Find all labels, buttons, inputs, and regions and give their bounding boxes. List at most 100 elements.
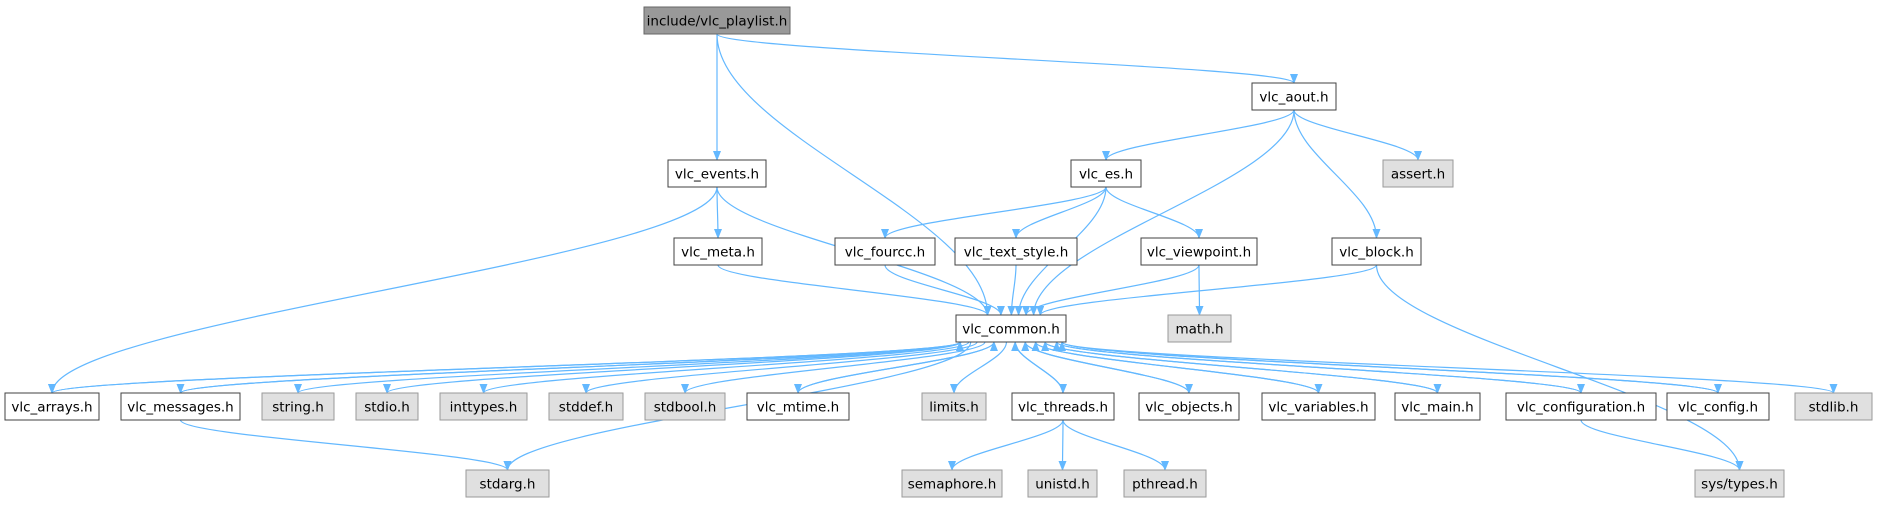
edge-vlc_configuration-to-vlc_common <box>1052 341 1582 394</box>
edge-vlc_aout-to-vlc_block <box>1293 109 1381 239</box>
node-stdarg: stdarg.h <box>465 469 550 498</box>
edge-vlc_threads-to-semaphore <box>948 419 1064 471</box>
node-vlc-es[interactable]: vlc_es.h <box>1070 159 1142 188</box>
edge-vlc_block-to-sys_types <box>1375 264 1744 471</box>
edge-vlc_common-to-limits <box>950 341 1008 394</box>
node-box <box>746 392 850 421</box>
node-label: include/vlc_playlist.h <box>647 14 788 30</box>
node-stdlib: stdlib.h <box>1794 392 1873 421</box>
edge-vlc_viewpoint-to-math <box>1195 264 1204 316</box>
node-vlc-events[interactable]: vlc_events.h <box>667 159 767 188</box>
node-box <box>1666 392 1770 421</box>
node-vlc-text-style[interactable]: vlc_text_style.h <box>954 237 1078 266</box>
node-stdbool: stdbool.h <box>644 392 726 421</box>
node-vlc-arrays[interactable]: vlc_arrays.h <box>4 392 100 421</box>
edge-vlc_threads-to-vlc_common <box>1011 341 1064 394</box>
node-stdio: stdio.h <box>355 392 419 421</box>
node-box <box>1167 314 1232 343</box>
node-box <box>1251 82 1337 111</box>
node-label: string.h <box>272 400 324 416</box>
node-box <box>1138 392 1240 421</box>
node-vlc-fourcc[interactable]: vlc_fourcc.h <box>834 237 936 266</box>
node-box <box>1794 392 1873 421</box>
node-label: vlc_text_style.h <box>964 245 1069 261</box>
node-assert: assert.h <box>1382 159 1454 188</box>
node-box <box>955 314 1067 343</box>
node-box <box>120 392 241 421</box>
node-label: assert.h <box>1391 167 1445 183</box>
node-label: vlc_arrays.h <box>11 400 92 416</box>
node-box <box>1123 469 1207 498</box>
node-sys-types: sys/types.h <box>1694 469 1785 498</box>
node-vlc-meta[interactable]: vlc_meta.h <box>673 237 763 266</box>
edge-vlc_aout-to-assert <box>1293 109 1422 161</box>
edge-vlc_aout-to-vlc_common <box>1029 109 1295 316</box>
node-vlc-common[interactable]: vlc_common.h <box>955 314 1067 343</box>
node-box <box>1331 237 1422 266</box>
node-vlc-main[interactable]: vlc_main.h <box>1394 392 1481 421</box>
node-box <box>465 469 550 498</box>
node-label: semaphore.h <box>908 477 997 493</box>
node-box <box>673 237 763 266</box>
edge-vlc_events-to-vlc_meta <box>713 186 722 239</box>
node-vlc-objects[interactable]: vlc_objects.h <box>1138 392 1240 421</box>
edge-vlc_block-to-vlc_common <box>1036 264 1378 316</box>
edge-vlc_messages-to-stdarg <box>179 419 512 471</box>
node-label: vlc_threads.h <box>1018 400 1108 416</box>
node-label: vlc_common.h <box>962 322 1060 338</box>
edge-vlc_es-to-vlc_fourcc <box>881 186 1107 239</box>
node-box <box>643 6 791 35</box>
edge-vlc_events-to-vlc_arrays <box>48 186 718 394</box>
node-vlc-configuration[interactable]: vlc_configuration.h <box>1505 392 1657 421</box>
node-box <box>4 392 100 421</box>
node-box <box>1011 392 1115 421</box>
node-vlc-variables[interactable]: vlc_variables.h <box>1261 392 1376 421</box>
node-box <box>954 237 1078 266</box>
node-label: stdarg.h <box>480 477 536 493</box>
node-vlc-threads[interactable]: vlc_threads.h <box>1011 392 1115 421</box>
edge-vlc_common-to-string <box>294 341 961 394</box>
node-label: math.h <box>1175 322 1223 338</box>
node-box <box>1027 469 1098 498</box>
node-box <box>667 159 767 188</box>
node-vlc-viewpoint[interactable]: vlc_viewpoint.h <box>1140 237 1258 266</box>
node-box <box>439 392 528 421</box>
edge-vlc_arrays-to-vlc_common <box>51 341 964 394</box>
node-label: inttypes.h <box>450 400 518 416</box>
node-vlc-messages[interactable]: vlc_messages.h <box>120 392 241 421</box>
node-pthread: pthread.h <box>1123 469 1207 498</box>
edge-vlc_config-to-vlc_common <box>1058 341 1719 394</box>
node-vlc-config[interactable]: vlc_config.h <box>1666 392 1770 421</box>
node-vlc-block[interactable]: vlc_block.h <box>1331 237 1422 266</box>
edge-vlc_meta-to-vlc_common <box>717 264 992 316</box>
node-vlc-playlist[interactable]: include/vlc_playlist.h <box>643 6 791 35</box>
edge-vlc_common-to-stdbool <box>681 341 986 394</box>
edge-vlc_threads-to-unistd <box>1058 419 1067 471</box>
node-inttypes: inttypes.h <box>439 392 528 421</box>
node-box <box>834 237 936 266</box>
node-string: string.h <box>261 392 335 421</box>
node-label: stddef.h <box>559 400 613 416</box>
edge-vlc_threads-to-pthread <box>1062 419 1169 471</box>
node-box <box>1261 392 1376 421</box>
node-label: limits.h <box>929 400 979 416</box>
node-box <box>1505 392 1657 421</box>
node-label: pthread.h <box>1132 477 1198 493</box>
dependency-edges <box>48 33 1838 471</box>
node-box <box>261 392 335 421</box>
edge-vlc_playlist-to-vlc_aout <box>716 33 1298 84</box>
edge-vlc_configuration-to-sys_types <box>1580 419 1744 471</box>
node-box <box>644 392 726 421</box>
node-vlc-mtime[interactable]: vlc_mtime.h <box>746 392 850 421</box>
node-box <box>1140 237 1258 266</box>
node-unistd: unistd.h <box>1027 469 1098 498</box>
edge-vlc_fourcc-to-vlc_common <box>884 264 1005 316</box>
node-semaphore: semaphore.h <box>901 469 1003 498</box>
node-label: vlc_configuration.h <box>1517 400 1645 416</box>
node-box <box>1070 159 1142 188</box>
node-box <box>921 392 987 421</box>
edge-vlc_common-to-inttypes <box>479 341 970 394</box>
edge-vlc_viewpoint-to-vlc_common <box>1022 264 1200 316</box>
node-label: vlc_aout.h <box>1259 90 1328 106</box>
node-vlc-aout[interactable]: vlc_aout.h <box>1251 82 1337 111</box>
